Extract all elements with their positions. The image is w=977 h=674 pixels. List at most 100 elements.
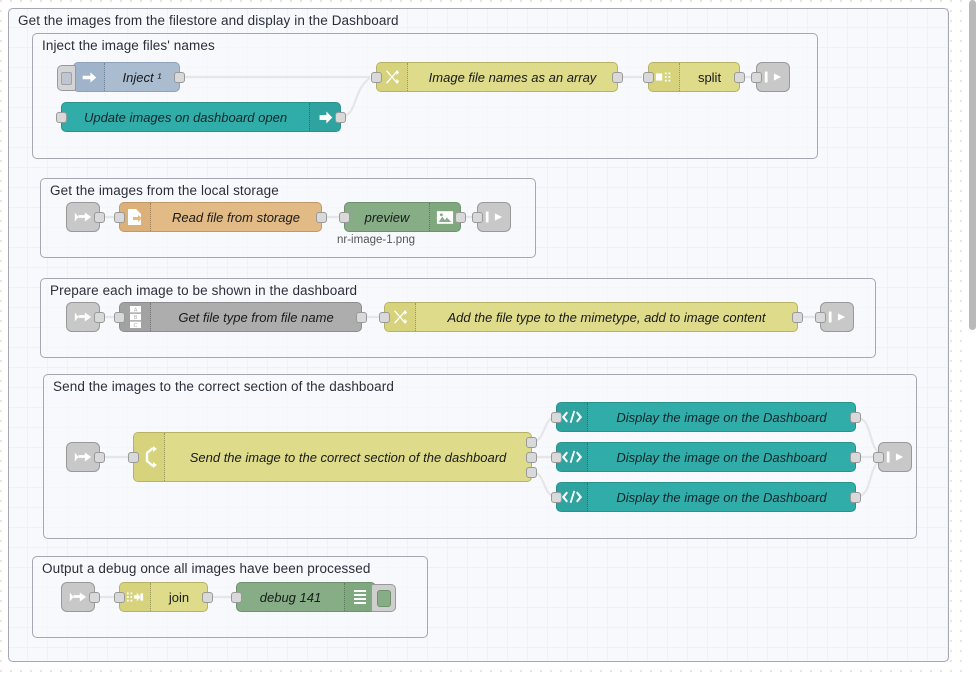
group-outer-label: Get the images from the filestore and di… <box>18 13 399 28</box>
group-inject-label: Inject the image files' names <box>42 38 215 53</box>
port-out[interactable] <box>202 592 213 603</box>
link-out-icon <box>885 449 905 465</box>
group-inject[interactable]: Inject the image files' names <box>32 33 818 159</box>
abc-switch-icon: A B C <box>120 303 151 331</box>
image-icon <box>429 203 460 231</box>
node-link-in-4[interactable] <box>61 582 100 612</box>
node-image-preview[interactable]: preview <box>339 202 466 232</box>
port-in[interactable] <box>472 212 483 223</box>
node-get-file-type[interactable]: A B C Get file type from file name <box>114 302 367 332</box>
change-swap-icon <box>377 63 408 91</box>
node-display-2-label: Display the image on the Dashboard <box>616 449 827 465</box>
node-display-1[interactable]: Display the image on the Dashboard <box>551 402 861 432</box>
arrow-right-icon <box>309 103 340 131</box>
port-in[interactable] <box>339 212 350 223</box>
port-in[interactable] <box>114 212 125 223</box>
link-in-icon <box>73 449 93 465</box>
link-in-icon <box>73 309 93 325</box>
link-in-icon <box>68 589 88 605</box>
port-in[interactable] <box>815 312 826 323</box>
port-out[interactable] <box>850 492 861 503</box>
link-in-icon <box>73 209 93 225</box>
port-in[interactable] <box>128 452 139 463</box>
port-out[interactable] <box>792 312 803 323</box>
node-link-in-1[interactable] <box>66 202 105 232</box>
node-inject[interactable]: Inject ¹ <box>57 62 185 92</box>
port-in[interactable] <box>231 592 242 603</box>
link-out-icon <box>484 209 504 225</box>
node-split-label: split <box>697 69 722 85</box>
debug-enable-toggle[interactable] <box>371 584 396 612</box>
node-link-out-3[interactable] <box>815 302 854 332</box>
port-in[interactable] <box>56 112 67 123</box>
code-template-icon <box>557 443 588 471</box>
node-read-file[interactable]: Read file from storage <box>114 202 327 232</box>
code-template-icon <box>557 483 588 511</box>
node-change-filenames-label: Image file names as an array <box>428 69 597 85</box>
port-in[interactable] <box>114 592 125 603</box>
node-change-filenames[interactable]: Image file names as an array <box>371 62 623 92</box>
port-out[interactable] <box>94 452 105 463</box>
node-switch-section[interactable]: Send the image to the correct section of… <box>128 432 537 482</box>
node-change-mimetype[interactable]: Add the file type to the mimetype, add t… <box>379 302 803 332</box>
inject-trigger-button[interactable] <box>57 65 76 91</box>
port-out[interactable] <box>94 312 105 323</box>
file-in-icon <box>120 203 151 231</box>
port-out[interactable] <box>850 452 861 463</box>
port-in[interactable] <box>873 452 884 463</box>
port-out[interactable] <box>89 592 100 603</box>
node-split[interactable]: split <box>643 62 745 92</box>
node-link-out-2[interactable] <box>472 202 511 232</box>
node-link-in-3[interactable] <box>66 442 105 472</box>
port-in[interactable] <box>551 492 562 503</box>
port-in[interactable] <box>751 72 762 83</box>
split-icon <box>649 63 680 91</box>
port-out[interactable] <box>734 72 745 83</box>
node-inject-label: Inject ¹ <box>122 69 162 85</box>
port-out[interactable] <box>174 72 185 83</box>
node-get-file-type-label: Get file type from file name <box>178 309 334 325</box>
port-out[interactable] <box>455 212 466 223</box>
inject-button-glyph <box>61 71 72 85</box>
node-display-3-label: Display the image on the Dashboard <box>616 489 827 505</box>
node-debug[interactable]: debug 141 <box>231 582 396 612</box>
port-in[interactable] <box>371 72 382 83</box>
port-out[interactable] <box>356 312 367 323</box>
node-ui-control-label: Update images on dashboard open <box>83 109 288 125</box>
node-display-3[interactable]: Display the image on the Dashboard <box>551 482 861 512</box>
vertical-scrollbar-thumb[interactable] <box>969 0 976 330</box>
node-link-in-2[interactable] <box>66 302 105 332</box>
port-in[interactable] <box>379 312 390 323</box>
node-join[interactable]: join <box>114 582 213 612</box>
port-out[interactable] <box>612 72 623 83</box>
vertical-scrollbar[interactable] <box>968 0 977 674</box>
svg-text:C: C <box>133 323 137 329</box>
port-in[interactable] <box>114 312 125 323</box>
port-out-3[interactable] <box>526 467 537 478</box>
link-out-icon <box>827 309 847 325</box>
node-change-mimetype-label: Add the file type to the mimetype, add t… <box>447 309 766 325</box>
svg-text:A: A <box>133 307 137 313</box>
switch-fork-icon <box>134 433 165 481</box>
port-out[interactable] <box>335 112 346 123</box>
port-in[interactable] <box>551 452 562 463</box>
node-ui-control[interactable]: Update images on dashboard open <box>56 102 346 132</box>
node-display-2[interactable]: Display the image on the Dashboard <box>551 442 861 472</box>
node-image-preview-label: preview <box>364 209 410 225</box>
port-out[interactable] <box>316 212 327 223</box>
port-out-1[interactable] <box>526 437 537 448</box>
port-out-2[interactable] <box>526 452 537 463</box>
svg-text:B: B <box>133 315 137 321</box>
node-link-out-1[interactable] <box>751 62 790 92</box>
port-out[interactable] <box>850 412 861 423</box>
group-prepare-label: Prepare each image to be shown in the da… <box>50 283 358 298</box>
port-in[interactable] <box>551 412 562 423</box>
port-in[interactable] <box>643 72 654 83</box>
debug-lines-icon <box>344 583 375 611</box>
group-send-label: Send the images to the correct section o… <box>53 379 394 394</box>
port-out[interactable] <box>94 212 105 223</box>
node-join-label: join <box>168 589 190 605</box>
node-read-file-label: Read file from storage <box>172 209 300 225</box>
node-link-out-4[interactable] <box>873 442 912 472</box>
